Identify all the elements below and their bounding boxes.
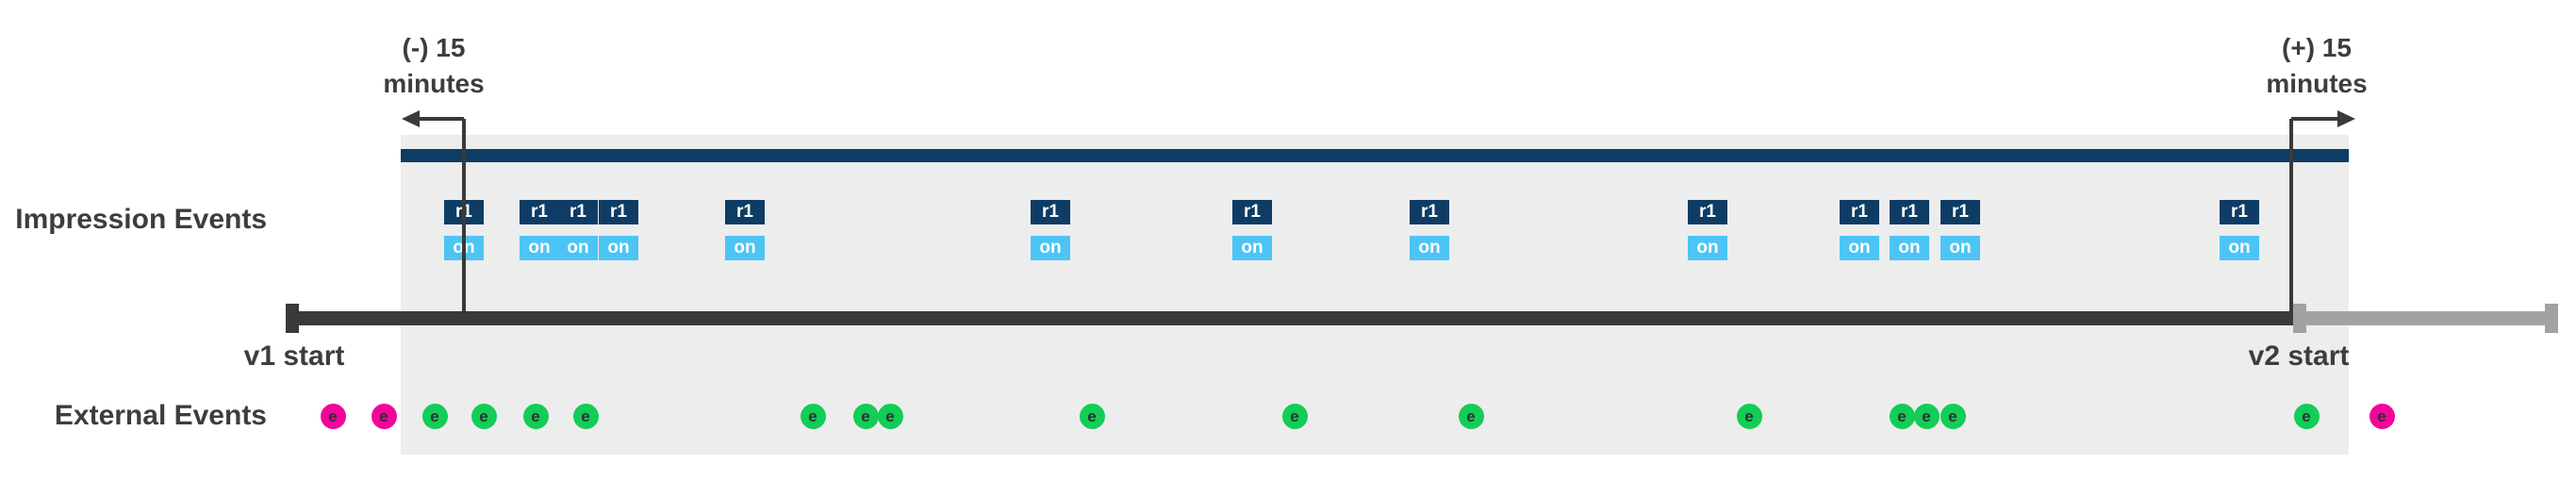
external-event-dot-green: e [471, 404, 497, 429]
v2-start-tick [2293, 304, 2306, 333]
post-window-annotation-line1: (+) 15 [2282, 33, 2352, 62]
external-event-dot-green: e [1079, 404, 1105, 429]
impression-badge-on: on [1890, 236, 1929, 260]
v1-start-tick [286, 304, 299, 333]
impression-badge-r1: r1 [1031, 200, 1070, 224]
impression-badge-on: on [1232, 236, 1272, 260]
impression-badge-r1: r1 [599, 200, 638, 224]
impression-events-row-label: Impression Events [15, 204, 267, 235]
external-event-dot-green: e [1736, 404, 1762, 429]
impression-badge-r1: r1 [725, 200, 765, 224]
impression-badge-on: on [599, 236, 638, 260]
external-event-dot-green: e [572, 404, 599, 429]
pre-window-annotation: (-) 15 minutes [383, 30, 484, 102]
impression-badge-r1: r1 [1940, 200, 1980, 224]
v1-start-label: v1 start [243, 340, 345, 372]
impression-badge-r1: r1 [1232, 200, 1272, 224]
impression-event: r1 on [1890, 200, 1929, 260]
impression-badge-on: on [520, 236, 559, 260]
right-arrow-icon [2337, 110, 2355, 127]
timeline-v1-segment [286, 311, 2293, 325]
external-event-dot-green: e [852, 404, 879, 429]
v2-start-label: v2 start [2248, 340, 2350, 372]
external-event-dot-green: e [1913, 404, 1940, 429]
external-event-dot-green: e [1889, 404, 1915, 429]
impression-badge-r1: r1 [1890, 200, 1929, 224]
external-event-dot-magenta: e [320, 404, 346, 429]
impression-badge-on: on [2220, 236, 2259, 260]
external-event-dot-green: e [1940, 404, 1966, 429]
impression-badge-on: on [1688, 236, 1727, 260]
impression-event: r1 on [599, 200, 638, 260]
impression-badge-r1: r1 [520, 200, 559, 224]
impression-badge-r1: r1 [1688, 200, 1727, 224]
impression-badge-r1: r1 [2220, 200, 2259, 224]
impression-event: r1 on [1232, 200, 1272, 260]
external-event-dot-green: e [800, 404, 826, 429]
impression-event: r1 on [1410, 200, 1449, 260]
pre-window-annotation-line1: (-) 15 [402, 33, 466, 62]
external-event-dot-green: e [1281, 404, 1308, 429]
impression-badge-on: on [558, 236, 598, 260]
pre-window-reference-line [462, 119, 466, 313]
campaign-active-bar [401, 149, 2349, 162]
pre-window-annotation-line2: minutes [383, 69, 485, 98]
impression-event: r1 on [1688, 200, 1727, 260]
impression-event: r1 on [1940, 200, 1980, 260]
impression-event: r1 on [1840, 200, 1879, 260]
left-arrow-line [407, 117, 464, 121]
external-event-dot-green: e [2293, 404, 2320, 429]
impression-badge-r1: r1 [558, 200, 598, 224]
impression-badge-on: on [1410, 236, 1449, 260]
impression-badge-on: on [1940, 236, 1980, 260]
external-event-dot-magenta: e [2369, 404, 2395, 429]
external-event-dot-green: e [1458, 404, 1484, 429]
right-arrow-line [2291, 117, 2348, 121]
impression-event: r1 on [558, 200, 598, 260]
post-window-annotation-line2: minutes [2266, 69, 2368, 98]
impression-event: r1 on [520, 200, 559, 260]
impression-badge-on: on [1031, 236, 1070, 260]
external-event-dot-green: e [877, 404, 903, 429]
external-event-dot-green: e [421, 404, 448, 429]
external-event-dot-magenta: e [371, 404, 397, 429]
observation-window-panel [401, 135, 2349, 455]
impression-event: r1 on [2220, 200, 2259, 260]
timeline-v2-segment [2293, 311, 2558, 325]
impression-event: r1 on [1031, 200, 1070, 260]
external-events-row-label: External Events [54, 400, 267, 431]
impression-badge-r1: r1 [1840, 200, 1879, 224]
timeline-end-tick [2545, 304, 2558, 333]
external-event-dot-green: e [522, 404, 549, 429]
impression-badge-on: on [725, 236, 765, 260]
impression-event: r1 on [725, 200, 765, 260]
post-window-reference-line [2289, 119, 2293, 313]
impression-badge-on: on [1840, 236, 1879, 260]
post-window-annotation: (+) 15 minutes [2266, 30, 2367, 102]
impression-badge-r1: r1 [1410, 200, 1449, 224]
